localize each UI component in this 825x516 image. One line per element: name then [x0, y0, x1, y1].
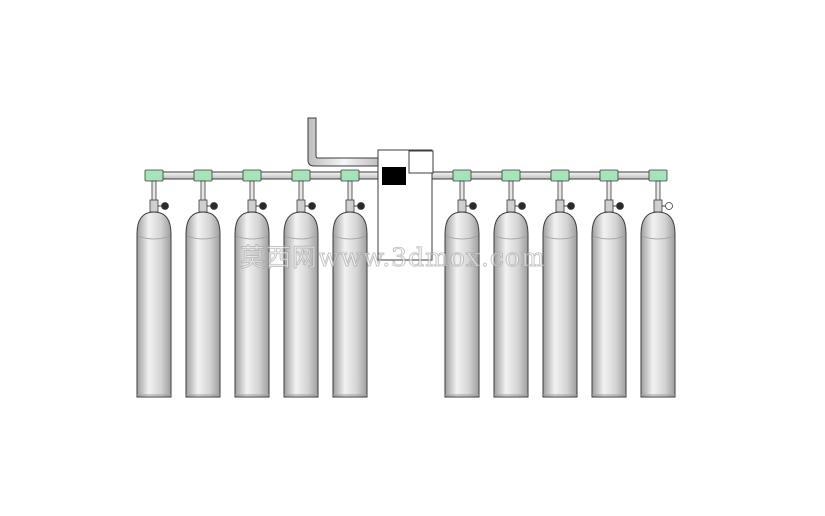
cylinder-shoulder-line: [235, 235, 269, 240]
manifold-fitting: [599, 169, 619, 182]
cylinder-unit-left-4: [283, 169, 319, 398]
cylinder-shoulder-line: [137, 235, 171, 240]
cylinder-valve: [555, 199, 565, 213]
supply-pipe: [307, 117, 381, 167]
pigtail-hose: [347, 180, 353, 202]
cylinder-unit-left-2: [185, 169, 221, 398]
cylinder-shoulder-line: [494, 235, 528, 240]
valve-handle-icon: [567, 202, 575, 210]
valve-handle-icon: [308, 202, 316, 210]
valve-handle-icon: [259, 202, 267, 210]
gas-cylinder-icon: [542, 211, 578, 398]
cylinder-unit-right-4: [591, 169, 627, 398]
valve-handle-icon: [357, 202, 365, 210]
cylinder-shoulder-line: [543, 235, 577, 240]
manifold-fitting: [193, 169, 213, 182]
cylinder-shoulder-line: [592, 235, 626, 240]
cylinder-valve: [457, 199, 467, 213]
valve-handle-icon: [518, 202, 526, 210]
cylinder-unit-left-3: [234, 169, 270, 398]
cylinder-unit-right-2: [493, 169, 529, 398]
gas-cylinder-icon: [640, 211, 676, 398]
cylinder-valve: [296, 199, 306, 213]
manifold-fitting: [242, 169, 262, 182]
gas-cylinder-icon: [444, 211, 480, 398]
cylinder-shoulder-line: [186, 235, 220, 240]
pigtail-hose: [298, 180, 304, 202]
cylinder-unit-right-1: [444, 169, 480, 398]
cylinder-unit-left-1: [136, 169, 172, 398]
pigtail-hose: [557, 180, 563, 202]
cylinder-unit-right-3: [542, 169, 578, 398]
pigtail-hose: [655, 180, 661, 202]
gas-cylinder-icon: [234, 211, 270, 398]
pigtail-hose: [508, 180, 514, 202]
cylinder-shoulder-line: [445, 235, 479, 240]
gas-cylinder-icon: [136, 211, 172, 398]
valve-handle-icon: [161, 202, 169, 210]
gas-cylinder-icon: [332, 211, 368, 398]
pressure-gauge-icon: [665, 202, 673, 210]
control-panel: [377, 149, 434, 261]
gas-cylinder-icon: [493, 211, 529, 398]
pigtail-hose: [249, 180, 255, 202]
cylinder-valve: [604, 199, 614, 213]
cylinder-valve: [345, 199, 355, 213]
manifold-fitting: [550, 169, 570, 182]
pigtail-hose: [606, 180, 612, 202]
cylinder-valve: [198, 199, 208, 213]
control-panel-block-icon: [382, 167, 406, 185]
manifold-fitting: [501, 169, 521, 182]
pigtail-hose: [200, 180, 206, 202]
manifold-fitting: [452, 169, 472, 182]
cylinder-shoulder-line: [641, 235, 675, 240]
cylinder-valve: [653, 199, 663, 213]
cylinder-unit-right-5: [640, 169, 676, 398]
pigtail-hose: [151, 180, 157, 202]
valve-handle-icon: [616, 202, 624, 210]
cylinder-valve: [506, 199, 516, 213]
control-panel-display: [408, 150, 434, 174]
manifold-fitting: [291, 169, 311, 182]
gas-cylinder-icon: [185, 211, 221, 398]
cylinder-valve: [149, 199, 159, 213]
cylinder-shoulder-line: [333, 235, 367, 240]
manifold-fitting: [648, 169, 668, 182]
valve-handle-icon: [210, 202, 218, 210]
cylinder-unit-left-5: [332, 169, 368, 398]
cylinder-valve: [247, 199, 257, 213]
manifold-fitting: [340, 169, 360, 182]
valve-handle-icon: [469, 202, 477, 210]
pigtail-hose: [459, 180, 465, 202]
cylinder-shoulder-line: [284, 235, 318, 240]
gas-cylinder-icon: [283, 211, 319, 398]
manifold-fitting: [144, 169, 164, 182]
cylinder-bank: [136, 169, 676, 398]
gas-cylinder-icon: [591, 211, 627, 398]
